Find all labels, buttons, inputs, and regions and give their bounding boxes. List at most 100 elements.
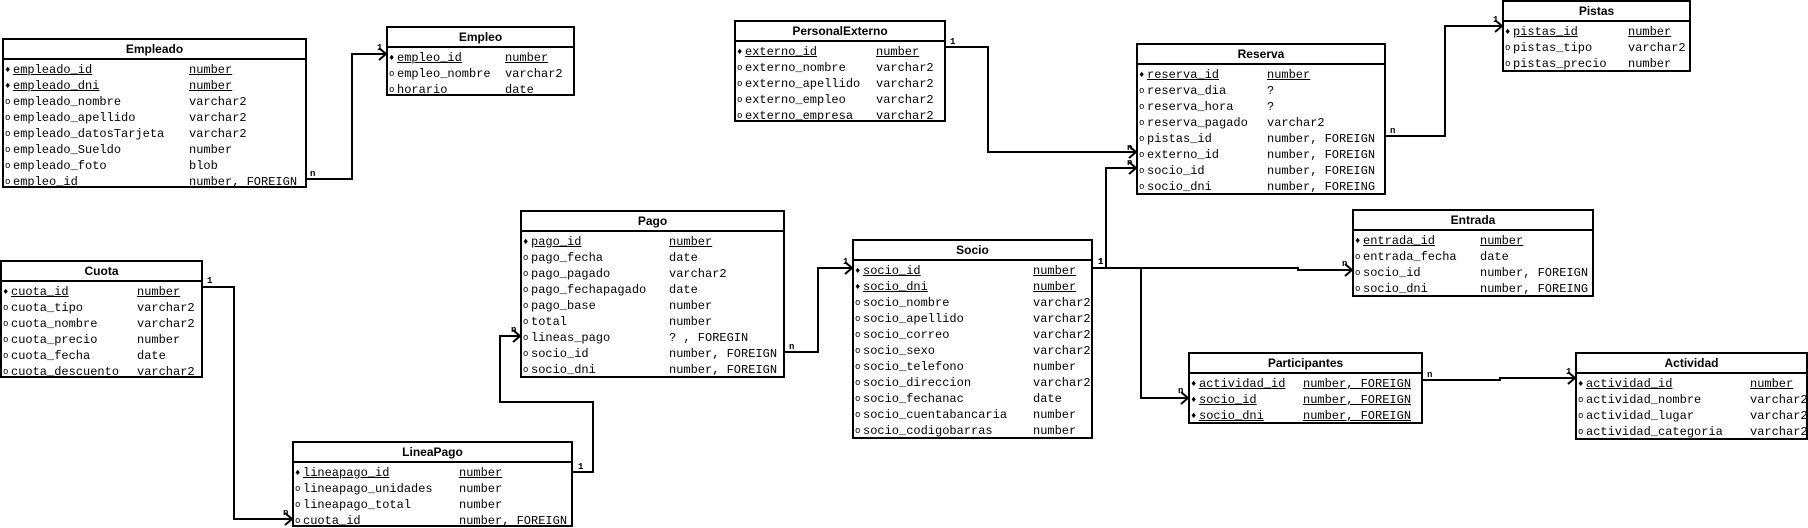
entity-title: Cuota — [2, 262, 201, 282]
card-lineapago-pago-b: n — [511, 325, 516, 335]
card-participantes-actividad-b: 1 — [1566, 367, 1572, 377]
entity-title: LineaPago — [294, 443, 571, 463]
line-reserva-socio — [1093, 167, 1136, 269]
card-pago-socio-a: n — [789, 342, 794, 352]
card-reserva-socio-b: 1 — [1098, 257, 1104, 267]
entity-title: Empleado — [4, 40, 305, 60]
entity-title: Participantes — [1190, 354, 1421, 374]
line-socio-participantes — [1140, 268, 1188, 399]
card-empleado-empleo-a: n — [310, 169, 315, 179]
line-pago-socio — [785, 267, 852, 353]
entity-title: Socio — [854, 241, 1091, 261]
card-reserva-externo-a: n — [1127, 143, 1132, 153]
entity-title: Entrada — [1354, 211, 1592, 231]
line-reserva-externo — [946, 46, 1136, 153]
entity-title: PersonalExterno — [736, 22, 944, 42]
card-cuota-lineapago-a: 1 — [207, 276, 213, 286]
card-socio-participantes-b: n — [1178, 386, 1183, 396]
entity-title: Pistas — [1504, 2, 1689, 22]
line-socio-entrada — [1093, 267, 1352, 271]
line-reserva-pistas — [1386, 25, 1502, 137]
entity-title: Actividad — [1577, 354, 1806, 374]
card-reserva-pistas-b: 1 — [1493, 15, 1499, 25]
card-reserva-pistas-a: n — [1390, 126, 1395, 136]
card-reserva-socio-a: n — [1127, 158, 1132, 168]
card-socio-entrada-b: n — [1342, 259, 1347, 269]
card-lineapago-pago-a: 1 — [578, 462, 584, 472]
card-empleado-empleo-b: 1 — [377, 43, 383, 53]
line-cuota-lineapago — [203, 286, 292, 520]
card-reserva-externo-b: 1 — [950, 37, 956, 47]
card-pago-socio-b: 1 — [843, 257, 849, 267]
card-participantes-actividad-a: n — [1427, 370, 1432, 380]
line-lineapago-pago — [499, 335, 594, 473]
